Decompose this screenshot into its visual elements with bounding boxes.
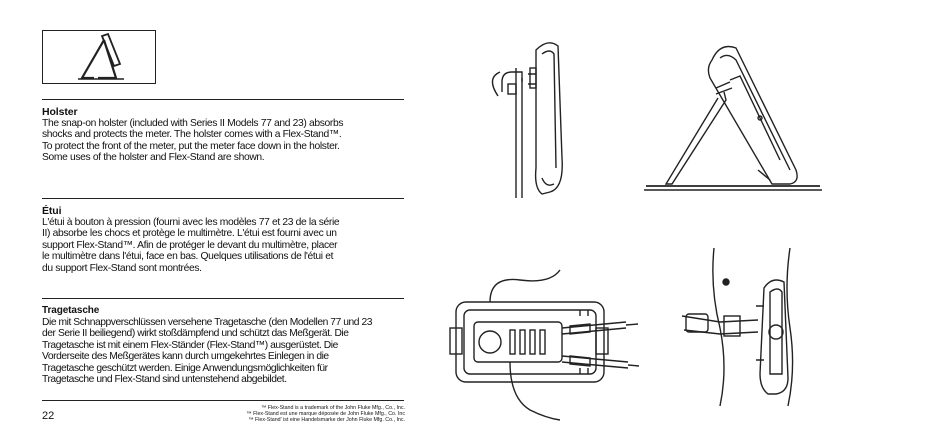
divider-footer — [42, 400, 404, 401]
tilt-stand-illustration — [644, 45, 822, 191]
holster-heading: Holster — [42, 106, 78, 118]
divider-holster — [42, 99, 404, 100]
divider-etui — [42, 198, 404, 199]
etui-heading: Étui — [42, 205, 62, 217]
page-number: 22 — [42, 410, 55, 422]
tragetasche-text: Die mit Schnappverschlüssen versehene Tr… — [42, 317, 373, 386]
flex-stand-icon-box — [42, 30, 156, 84]
belt-clip-illustration — [491, 42, 563, 198]
tragetasche-heading: Tragetasche — [42, 305, 100, 316]
divider-tragetasche — [42, 298, 404, 299]
leg-strap-illustration — [681, 247, 794, 407]
etui-text: L'étui à bouton à pression (fourni avec … — [42, 217, 340, 274]
strap-hang-illustration — [449, 269, 640, 421]
holster-text: The snap-on holster (included with Serie… — [42, 118, 344, 164]
trademark-notes: ™ Flex-Stand is a trademark of the John … — [246, 405, 405, 423]
flex-stand-icon — [78, 32, 124, 80]
